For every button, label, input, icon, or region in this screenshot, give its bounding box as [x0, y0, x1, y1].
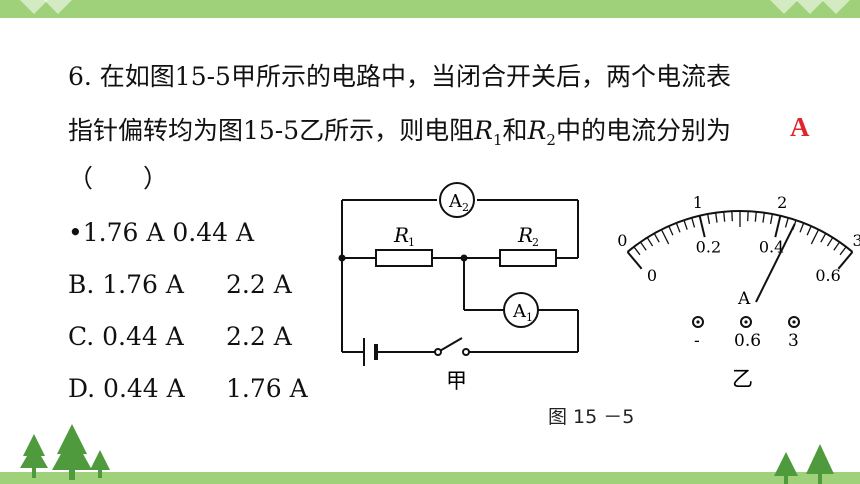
- r1-subscript: 1: [493, 131, 503, 149]
- meter-tick: [833, 241, 841, 251]
- meter-scale-ticks: [626, 211, 854, 270]
- option-c[interactable]: C. 0.44 A 2.2 A: [68, 322, 292, 351]
- decor-triangle: [20, 0, 48, 14]
- meter-tick: [826, 237, 834, 247]
- meter-tick: [626, 251, 643, 270]
- option-c-label: C. 0.44 A: [68, 322, 184, 351]
- answer-mark: A: [790, 112, 810, 142]
- option-b-value-2: 2.2 A: [226, 270, 292, 299]
- question-text: 和: [502, 116, 528, 145]
- meter-tick: [706, 213, 711, 224]
- resistor-r1-body: [375, 249, 433, 267]
- junction-dot: [338, 254, 346, 262]
- meter-tick: [839, 246, 847, 256]
- r2-symbol: R: [527, 116, 547, 145]
- resistor-r1-sub: 1: [408, 236, 415, 249]
- meter-needle: [755, 223, 796, 303]
- meter-tick: [769, 213, 774, 224]
- ammeter-a1-circle: [503, 292, 539, 328]
- meter-unit: A: [737, 289, 751, 309]
- resistor-r1-label: R: [393, 223, 409, 247]
- resistor-r2-label: R: [517, 223, 533, 247]
- meter-terminals: [692, 316, 800, 328]
- option-c-value-2: 2.2 A: [226, 322, 292, 351]
- switch-blade: [437, 337, 463, 353]
- circuit-label: 甲: [446, 369, 467, 393]
- meter-tick: [698, 215, 706, 238]
- terminal-0.6-label: 0.6: [734, 331, 761, 351]
- decor-triangle: [44, 0, 72, 14]
- tree-decoration-left: [20, 424, 110, 480]
- option-d-label: D. 0.44 A: [68, 374, 185, 403]
- tree-decoration-right: [774, 444, 834, 484]
- resistor-r2-sub: 2: [532, 236, 539, 249]
- meter-tick: [837, 251, 854, 270]
- terminal-3-label: 3: [788, 331, 799, 351]
- question-text: 中的电流分别为: [555, 116, 731, 145]
- meter-tick: [754, 211, 757, 222]
- meter-tick: [784, 217, 789, 228]
- meter-tick: [799, 222, 805, 233]
- meter-tick: [660, 229, 670, 245]
- ammeter-a2-circle: [439, 182, 475, 218]
- ammeter-a1-label: A: [512, 301, 527, 322]
- meter-tick: [675, 222, 681, 233]
- circuit-diagram: A 2 A 1 R 1 R 2 甲: [338, 182, 579, 393]
- meter-tick: [723, 211, 726, 222]
- junction-dot: [460, 254, 468, 262]
- bottom-decor-band: [0, 472, 860, 484]
- meter-bottom-tick-label: 0: [647, 266, 657, 285]
- ammeter-a1-sub: 1: [526, 311, 533, 324]
- meter-label: 乙: [732, 367, 753, 390]
- option-a-label: •1.76 A 0.44 A: [68, 218, 255, 247]
- meter-tick: [715, 212, 718, 223]
- meter-top-tick-label: 0: [617, 231, 627, 250]
- meter-tick: [683, 219, 688, 230]
- meter-top-tick-label: 2: [777, 193, 787, 212]
- option-b[interactable]: B. 1.76 A 2.2 A: [68, 270, 292, 299]
- figure-caption: 图 15 －5: [548, 406, 635, 428]
- meter-bottom-tick-label: 0.4: [759, 238, 784, 257]
- meter-scale-labels: 0 1 2 3 0 0.2 0.4 0.6: [617, 193, 860, 285]
- meter-bottom-tick-label: 0.2: [696, 238, 721, 257]
- resistor-r2-body: [499, 249, 557, 267]
- decor-triangle: [822, 0, 850, 14]
- meter-tick: [646, 237, 654, 247]
- option-a[interactable]: •1.76 A 0.44 A: [68, 218, 254, 247]
- meter-tick: [820, 233, 827, 243]
- meter-top-tick-label: 3: [853, 231, 860, 250]
- question-line-2: 指针偏转均为图15-5乙所示，则电阻R1和R2中的电流分别为: [68, 116, 731, 155]
- option-d[interactable]: D. 0.44 A 1.76 A: [68, 374, 308, 403]
- r2-subscript: 2: [546, 131, 556, 149]
- ammeter-dial: 0 1 2 3 0 0.2 0.4 0.6 A - 0.6 3 乙: [617, 193, 860, 390]
- option-b-label: B. 1.76 A: [68, 270, 184, 299]
- decor-triangle: [796, 0, 824, 14]
- meter-tick: [668, 225, 674, 236]
- ammeter-a2-sub: 2: [462, 201, 469, 214]
- meter-scale-arc: [626, 210, 854, 253]
- meter-tick: [806, 225, 812, 236]
- meter-tick: [633, 246, 641, 256]
- decor-triangle: [770, 0, 798, 14]
- meter-bottom-tick-label: 0.6: [815, 266, 840, 285]
- top-decor-band: [0, 0, 860, 18]
- terminal-minus-label: -: [694, 331, 700, 351]
- meter-tick: [774, 215, 782, 238]
- meter-tick: [639, 241, 647, 251]
- option-d-value-2: 1.76 A: [226, 374, 308, 403]
- question-line-1: 6. 在如图15-5甲所示的电路中，当闭合开关后，两个电流表: [68, 62, 731, 91]
- ammeter-a2-label: A: [448, 191, 463, 212]
- meter-tick: [762, 212, 765, 223]
- meter-top-tick-label: 1: [693, 193, 703, 212]
- meter-tick: [810, 229, 820, 245]
- meter-tick: [691, 217, 696, 228]
- question-text: 指针偏转均为图15-5乙所示，则电阻: [68, 116, 475, 145]
- meter-tick: [653, 233, 660, 243]
- switch-pivot: [434, 348, 442, 356]
- switch-contact: [462, 348, 470, 356]
- answer-blank: （ ）: [68, 164, 169, 193]
- r1-symbol: R: [474, 116, 493, 145]
